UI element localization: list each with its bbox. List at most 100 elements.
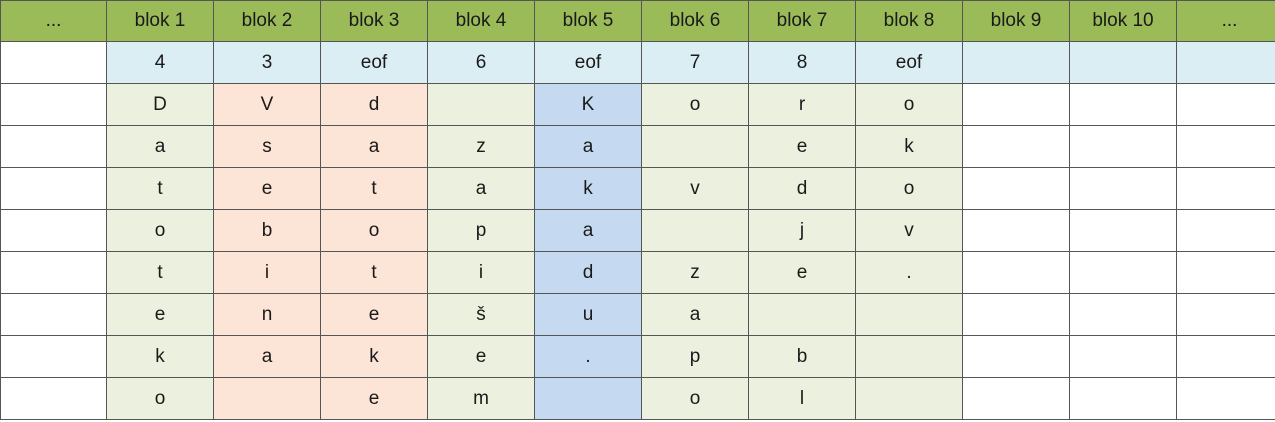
data-cell: . xyxy=(855,251,963,294)
data-cell: i xyxy=(213,251,321,294)
data-cell xyxy=(0,167,107,210)
header-cell: blok 9 xyxy=(962,0,1070,42)
data-cell xyxy=(641,125,749,168)
data-cell: n xyxy=(213,293,321,336)
data-cell xyxy=(1069,377,1177,420)
pointer-cell: eof xyxy=(320,41,428,84)
data-cell: k xyxy=(106,335,214,378)
data-cell: p xyxy=(641,335,749,378)
data-cell xyxy=(855,293,963,336)
pointer-cell xyxy=(962,41,1070,84)
data-cell: u xyxy=(534,293,642,336)
data-cell: a xyxy=(534,125,642,168)
data-cell: o xyxy=(106,209,214,252)
data-cell xyxy=(962,167,1070,210)
data-cell: r xyxy=(748,83,856,126)
data-cell xyxy=(0,209,107,252)
data-cell xyxy=(1069,167,1177,210)
header-cell: blok 10 xyxy=(1069,0,1177,42)
data-cell: e xyxy=(748,251,856,294)
data-cell: k xyxy=(855,125,963,168)
data-cell: o xyxy=(855,167,963,210)
data-cell xyxy=(1176,167,1275,210)
pointer-cell xyxy=(1176,41,1275,84)
data-cell: z xyxy=(641,251,749,294)
data-cell xyxy=(962,209,1070,252)
pointer-cell xyxy=(1069,41,1177,84)
data-cell: a xyxy=(641,293,749,336)
data-cell: d xyxy=(534,251,642,294)
data-cell: k xyxy=(320,335,428,378)
data-cell: k xyxy=(534,167,642,210)
header-cell: blok 2 xyxy=(213,0,321,42)
data-cell xyxy=(962,377,1070,420)
data-cell: m xyxy=(427,377,535,420)
data-cell: a xyxy=(106,125,214,168)
header-cell: blok 4 xyxy=(427,0,535,42)
data-cell xyxy=(0,125,107,168)
header-cell: blok 3 xyxy=(320,0,428,42)
pointer-cell: 8 xyxy=(748,41,856,84)
data-cell: s xyxy=(213,125,321,168)
data-cell: e xyxy=(106,293,214,336)
pointer-cell: 4 xyxy=(106,41,214,84)
header-cell: blok 8 xyxy=(855,0,963,42)
pointer-cell: 6 xyxy=(427,41,535,84)
pointer-cell: 7 xyxy=(641,41,749,84)
data-cell xyxy=(1176,335,1275,378)
data-cell: z xyxy=(427,125,535,168)
data-cell xyxy=(0,377,107,420)
data-cell xyxy=(855,335,963,378)
header-cell: blok 7 xyxy=(748,0,856,42)
data-cell: p xyxy=(427,209,535,252)
data-cell: š xyxy=(427,293,535,336)
data-cell xyxy=(855,377,963,420)
data-cell xyxy=(748,293,856,336)
data-cell xyxy=(213,377,321,420)
data-cell: e xyxy=(427,335,535,378)
header-cell: blok 6 xyxy=(641,0,749,42)
data-cell: o xyxy=(641,377,749,420)
data-cell: v xyxy=(855,209,963,252)
data-cell xyxy=(1069,83,1177,126)
data-cell xyxy=(1176,377,1275,420)
data-cell: e xyxy=(320,293,428,336)
data-cell xyxy=(1069,335,1177,378)
data-cell xyxy=(962,83,1070,126)
data-cell xyxy=(0,293,107,336)
data-cell: a xyxy=(427,167,535,210)
data-cell: b xyxy=(748,335,856,378)
data-cell xyxy=(1069,251,1177,294)
header-cell: blok 5 xyxy=(534,0,642,42)
data-cell xyxy=(962,335,1070,378)
data-cell: d xyxy=(748,167,856,210)
data-cell: b xyxy=(213,209,321,252)
data-cell: t xyxy=(320,167,428,210)
data-cell: t xyxy=(106,251,214,294)
data-cell xyxy=(641,209,749,252)
data-cell xyxy=(1176,83,1275,126)
data-cell: i xyxy=(427,251,535,294)
data-cell xyxy=(534,377,642,420)
data-cell: v xyxy=(641,167,749,210)
header-cell: ... xyxy=(1176,0,1275,42)
data-cell: e xyxy=(748,125,856,168)
data-cell xyxy=(962,125,1070,168)
data-cell: a xyxy=(213,335,321,378)
data-cell: l xyxy=(748,377,856,420)
data-cell: o xyxy=(106,377,214,420)
data-cell xyxy=(962,251,1070,294)
data-cell xyxy=(0,83,107,126)
header-cell: ... xyxy=(0,0,107,42)
data-cell xyxy=(1069,209,1177,252)
data-cell xyxy=(962,293,1070,336)
